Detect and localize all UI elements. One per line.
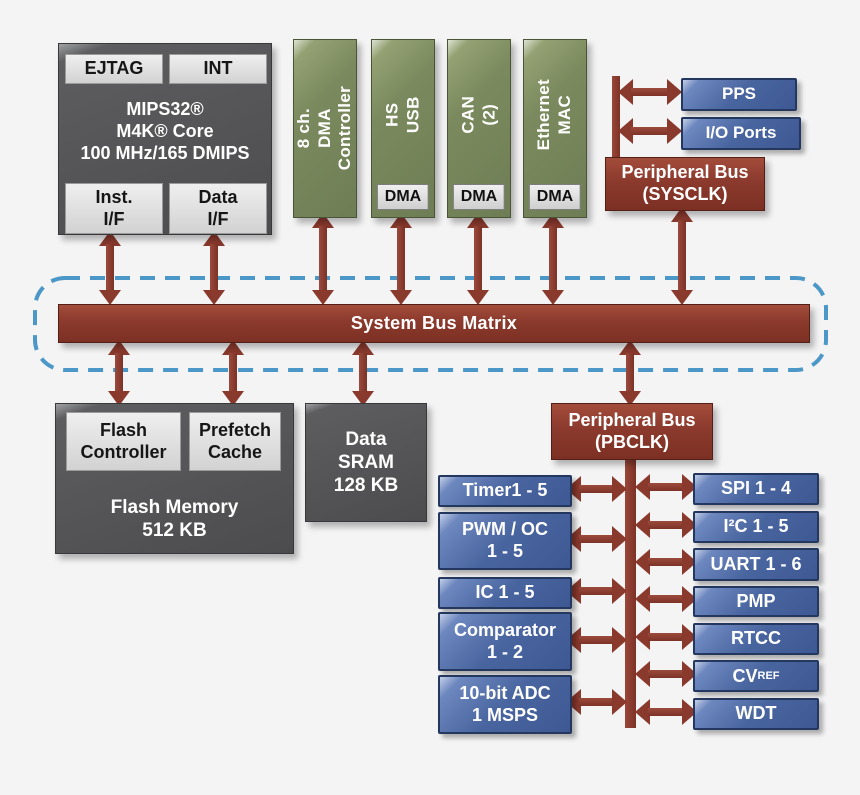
peripheral-comparator: Comparator 1 - 2 xyxy=(438,612,572,671)
inst-if-bus-arrow xyxy=(99,231,121,305)
i2c-arrow xyxy=(635,512,697,538)
pbclk-bus-arrow xyxy=(619,340,641,406)
sysclk-peripheral-bus-label: Peripheral Bus (SYSCLK) xyxy=(621,162,749,204)
rtcc-arrow xyxy=(635,624,697,650)
sysclk-peripheral-bus-box: Peripheral Bus (SYSCLK) xyxy=(605,157,765,211)
pps-label: PPS xyxy=(721,84,757,104)
spi-arrow xyxy=(635,474,697,500)
uart-label: UART 1 - 6 xyxy=(710,553,802,574)
i2c-label: I²C 1 - 5 xyxy=(723,516,789,537)
ethernet-mac-module: Ethernet MAC DMA xyxy=(523,39,587,218)
hs-usb-dma-tag: DMA xyxy=(376,184,430,210)
dma-controller-module: 8 ch. DMA Controller xyxy=(293,39,357,218)
peripheral-ic: IC 1 - 5 xyxy=(438,577,572,609)
pmp-label: PMP xyxy=(736,590,776,611)
hs-usb-label: HS USB xyxy=(382,96,422,133)
timer-label: Timer1 - 5 xyxy=(462,480,548,501)
flash-controller-bus-arrow xyxy=(108,340,130,406)
cvref-arrow xyxy=(635,661,697,687)
can-dma-tag: DMA xyxy=(452,184,506,210)
uart-arrow xyxy=(635,549,697,575)
wdt-arrow xyxy=(635,699,697,725)
pps-box: PPS xyxy=(681,78,797,111)
data-if-box: Data I/F xyxy=(169,183,267,234)
pbclk-bus-line xyxy=(625,455,636,728)
can-bus-arrow xyxy=(467,213,489,305)
adc-arrow xyxy=(566,689,627,715)
peripheral-rtcc: RTCC xyxy=(693,623,819,655)
inst-if-box: Inst. I/F xyxy=(65,183,163,234)
data-if-bus-arrow xyxy=(203,231,225,305)
prefetch-cache-label: Prefetch Cache xyxy=(198,419,272,462)
peripheral-spi: SPI 1 - 4 xyxy=(693,473,819,505)
adc-label: 10-bit ADC 1 MSPS xyxy=(459,682,551,725)
can-module: CAN (2) DMA xyxy=(447,39,511,218)
peripheral-timer: Timer1 - 5 xyxy=(438,475,572,507)
pbclk-peripheral-bus-box: Peripheral Bus (PBCLK) xyxy=(551,403,713,460)
data-if-label: Data I/F xyxy=(198,186,238,229)
cvref-label: CV xyxy=(732,665,758,686)
ejtag-label: EJTAG xyxy=(84,58,144,79)
data-sram-label: Data SRAM 128 KB xyxy=(333,428,399,497)
pmp-arrow xyxy=(635,586,697,612)
comparator-label: Comparator 1 - 2 xyxy=(453,619,556,662)
peripheral-pmp: PMP xyxy=(693,586,819,617)
timer-arrow xyxy=(566,476,627,502)
flash-controller-label: Flash Controller xyxy=(80,419,167,462)
prefetch-cache-box: Prefetch Cache xyxy=(189,412,281,471)
io-ports-box: I/O Ports xyxy=(681,117,801,150)
cvref-sub-label: REF xyxy=(757,670,780,682)
system-bus-matrix-label: System Bus Matrix xyxy=(350,312,518,333)
int-box: INT xyxy=(169,54,267,84)
hs-usb-bus-arrow xyxy=(390,213,412,305)
data-sram-block: Data SRAM 128 KB xyxy=(305,403,427,522)
cpu-core-title: MIPS32® M4K® Core 100 MHz/165 DMIPS xyxy=(80,99,250,163)
prefetch-bus-arrow xyxy=(222,340,244,406)
ethernet-mac-label: Ethernet MAC xyxy=(534,78,575,151)
peripheral-pwm-oc: PWM / OC 1 - 5 xyxy=(438,512,572,570)
int-label: INT xyxy=(203,58,233,79)
pbclk-peripheral-bus-label: Peripheral Bus (PBCLK) xyxy=(568,409,696,452)
io-ports-label: I/O Ports xyxy=(705,123,777,143)
sysclk-bus-arrow xyxy=(671,207,693,305)
ic-arrow xyxy=(566,578,627,604)
flash-memory-block: Flash Controller Prefetch Cache Flash Me… xyxy=(55,403,294,554)
ethernet-dma-tag: DMA xyxy=(528,184,582,210)
system-bus-matrix-bar: System Bus Matrix xyxy=(58,304,810,343)
peripheral-adc: 10-bit ADC 1 MSPS xyxy=(438,675,572,734)
cpu-core-block: EJTAG INT MIPS32® M4K® Core 100 MHz/165 … xyxy=(58,43,272,235)
dma-controller-label: 8 ch. DMA Controller xyxy=(293,86,355,171)
peripheral-wdt: WDT xyxy=(693,698,819,730)
can-label: CAN (2) xyxy=(458,95,498,134)
pwm-oc-label: PWM / OC 1 - 5 xyxy=(462,519,548,561)
ethernet-bus-arrow xyxy=(542,213,564,305)
sysclk-bus-line xyxy=(612,76,620,162)
flash-controller-box: Flash Controller xyxy=(66,412,181,471)
comparator-arrow xyxy=(566,627,627,653)
hs-usb-module: HS USB DMA xyxy=(371,39,435,218)
inst-if-label: Inst. I/F xyxy=(95,186,133,229)
io-ports-arrow xyxy=(618,118,682,144)
sram-bus-arrow xyxy=(352,340,374,406)
peripheral-i2c: I²C 1 - 5 xyxy=(693,511,819,543)
peripheral-uart: UART 1 - 6 xyxy=(693,548,819,581)
pwm-oc-arrow xyxy=(566,526,627,552)
flash-memory-label: Flash Memory 512 KB xyxy=(110,497,239,542)
wdt-label: WDT xyxy=(735,703,777,724)
pps-arrow xyxy=(618,79,682,105)
ic-label: IC 1 - 5 xyxy=(475,582,535,603)
ejtag-box: EJTAG xyxy=(65,54,163,84)
dma-controller-bus-arrow xyxy=(312,213,334,305)
spi-label: SPI 1 - 4 xyxy=(720,478,792,499)
rtcc-label: RTCC xyxy=(731,628,781,649)
